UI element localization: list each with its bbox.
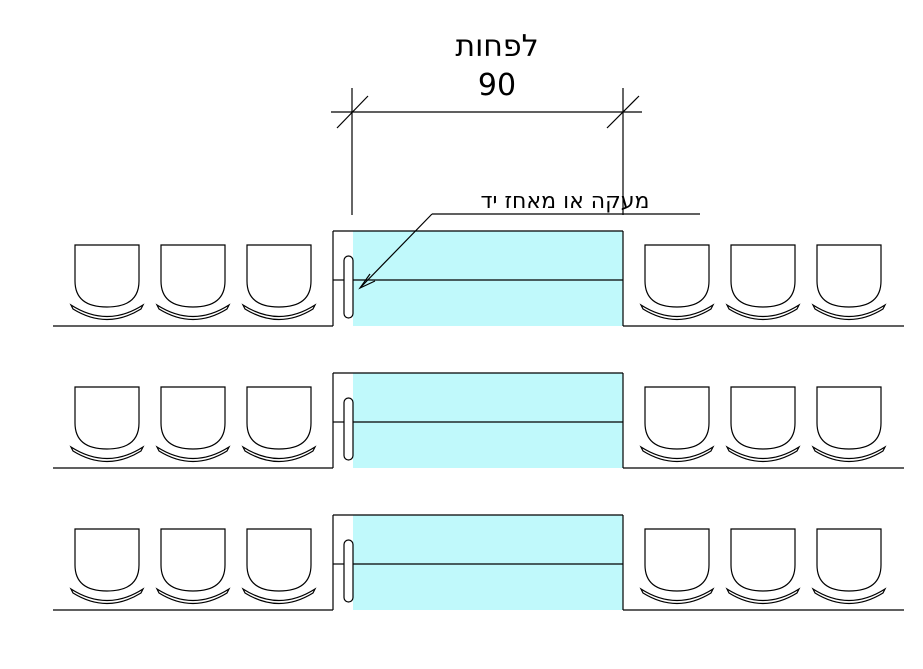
- dimension-min-label: לפחות: [455, 29, 538, 64]
- seat-right: [639, 386, 715, 462]
- seat-right: [639, 528, 715, 604]
- aisle-step: [332, 230, 624, 326]
- seat-row: [53, 372, 904, 469]
- handrail-post: [343, 539, 354, 603]
- seat-left: [69, 244, 145, 320]
- seat-left: [69, 528, 145, 604]
- seat-row: [53, 514, 904, 611]
- aisle-step: [332, 514, 624, 610]
- seat-right: [811, 386, 887, 462]
- seat-row: [53, 230, 904, 327]
- seat-left: [69, 386, 145, 462]
- seating-rows: [53, 230, 904, 611]
- seat-left: [241, 386, 317, 462]
- handrail-callout: [358, 213, 700, 290]
- dimension-value: 90: [478, 68, 516, 103]
- seat-left: [155, 244, 231, 320]
- dimension-marker: [331, 88, 642, 215]
- seat-right: [725, 386, 801, 462]
- seat-right: [811, 244, 887, 320]
- seat-right: [639, 244, 715, 320]
- seat-left: [155, 386, 231, 462]
- seat-left: [241, 528, 317, 604]
- aisle-step: [332, 372, 624, 468]
- handrail-callout-label: מעקה או מאחז יד: [481, 189, 650, 214]
- seat-left: [155, 528, 231, 604]
- seat-left: [241, 244, 317, 320]
- seat-right: [811, 528, 887, 604]
- seat-right: [725, 244, 801, 320]
- seat-right: [725, 528, 801, 604]
- handrail-post: [343, 255, 354, 319]
- handrail-post: [343, 397, 354, 461]
